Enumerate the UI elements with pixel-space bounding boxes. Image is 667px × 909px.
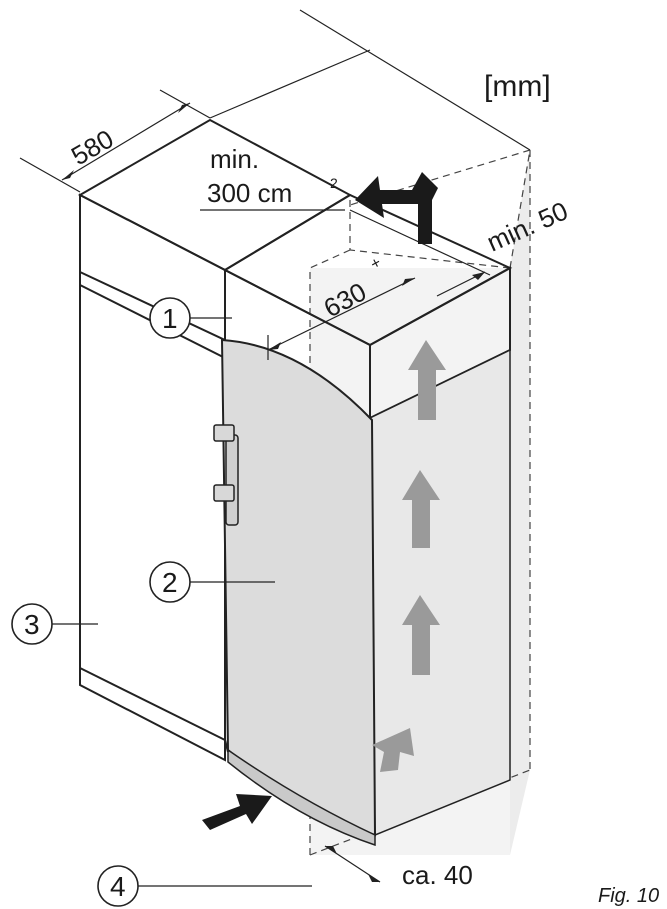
- callout-2-number: 2: [162, 567, 178, 598]
- intake-arrow-icon: [202, 794, 272, 830]
- callout-3: [11, 603, 98, 645]
- exhaust-arrow-icon: [355, 172, 438, 244]
- vent-area-superscript: 2: [330, 175, 338, 191]
- side-cabinet-panel: [79, 283, 226, 762]
- depth-label: 580: [66, 124, 119, 172]
- callout-4-number: 4: [110, 871, 126, 902]
- door-handle-icon: [213, 424, 239, 526]
- ceiling-line-left: [209, 49, 371, 119]
- plinth-line: [79, 667, 226, 741]
- bottom-clearance-label: ca. 40: [402, 860, 473, 890]
- ventilation-shaft-side: [510, 150, 530, 855]
- vent-area-label: 300 cm: [207, 178, 292, 208]
- ceiling-line-right: [299, 9, 531, 151]
- airflow-arrows: [372, 340, 446, 772]
- callout-4: [97, 865, 312, 907]
- door-bottom-edge: [227, 748, 376, 847]
- dimension-630: [267, 277, 416, 360]
- figure-label: Fig. 10: [598, 885, 659, 907]
- units-label: [mm]: [484, 70, 551, 103]
- dimension-580: [19, 89, 211, 193]
- callout-3-number: 3: [24, 609, 40, 640]
- callout-1: [149, 297, 232, 339]
- dimension-ca-40: [324, 845, 381, 883]
- vent-min-label: min.: [210, 144, 259, 174]
- callout-1-number: 1: [162, 303, 178, 334]
- callout-2: [149, 561, 275, 603]
